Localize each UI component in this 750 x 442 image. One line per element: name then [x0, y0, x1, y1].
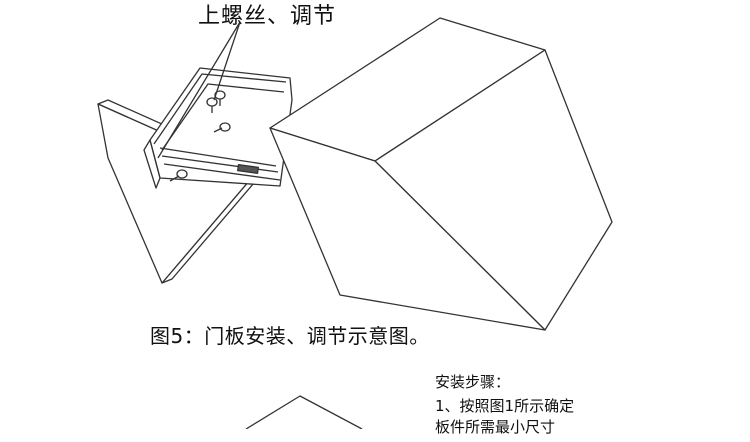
next-figure-partial — [245, 395, 363, 429]
callout-label: 上螺丝、调节 — [198, 4, 337, 29]
step-line: 板件所需最小尺寸 — [435, 418, 556, 436]
install-steps: 安装步骤： 1、按照图1所示确定 板件所需最小尺寸 — [435, 370, 574, 442]
steps-title: 安装步骤： — [435, 373, 511, 391]
figure-caption: 图5：门板安装、调节示意图。 — [150, 324, 430, 348]
callout-leader-lines — [157, 21, 241, 159]
door-panel-install-diagram — [97, 17, 613, 429]
screw — [213, 122, 231, 133]
drawer-box — [269, 17, 613, 331]
step-line: 1、按照图1所示确定 — [435, 397, 575, 415]
screw — [169, 169, 188, 182]
